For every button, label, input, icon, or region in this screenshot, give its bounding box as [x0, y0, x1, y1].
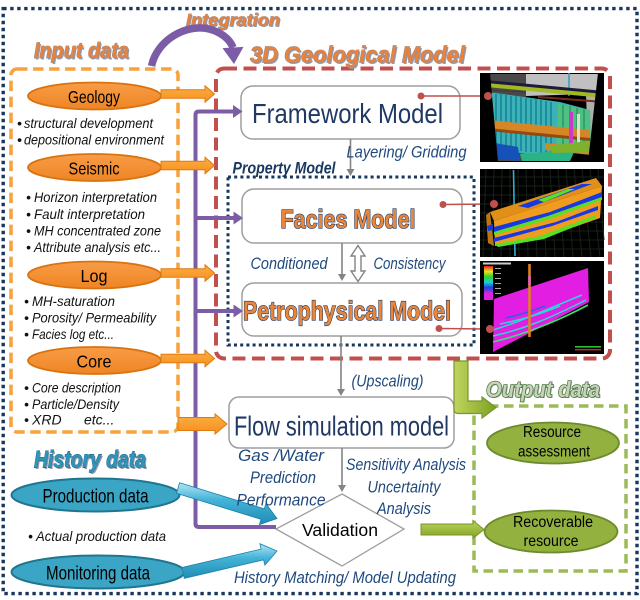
svg-text:Production data: Production data: [43, 487, 149, 508]
svg-text:Output data: Output data: [486, 377, 600, 402]
svg-text:Porosity/ Permeability: Porosity/ Permeability: [32, 310, 157, 326]
svg-text:Analysis: Analysis: [376, 500, 431, 518]
svg-text:Fault interpretation: Fault interpretation: [34, 206, 145, 222]
svg-text:Integration: Integration: [186, 10, 280, 30]
svg-text:Log: Log: [81, 266, 108, 286]
svg-text:•: •: [26, 189, 31, 205]
svg-text:•: •: [26, 223, 31, 239]
svg-text:History data: History data: [35, 448, 147, 475]
svg-text:Petrophysical Model: Petrophysical Model: [243, 296, 451, 326]
svg-text:Monitoring data: Monitoring data: [46, 564, 150, 585]
svg-text:Seismic: Seismic: [69, 159, 120, 179]
svg-text:•: •: [24, 396, 29, 412]
svg-text:3D Geological Model: 3D Geological Model: [250, 42, 466, 68]
svg-text:assessment: assessment: [518, 444, 591, 461]
svg-text:Geology: Geology: [68, 87, 120, 107]
svg-text:Validation: Validation: [302, 520, 378, 540]
svg-text:•: •: [17, 132, 22, 148]
svg-text:Consistency: Consistency: [374, 255, 447, 273]
svg-text:Attribute analysis etc...: Attribute analysis etc...: [33, 239, 161, 255]
svg-text:Gas /Water: Gas /Water: [238, 447, 326, 465]
svg-text:•: •: [26, 239, 31, 255]
svg-text:XRD: XRD: [31, 412, 62, 428]
svg-text:Core: Core: [77, 352, 112, 372]
svg-text:History Matching/ Model Updati: History Matching/ Model Updating: [234, 568, 456, 587]
svg-text:•: •: [24, 412, 29, 428]
svg-text:Actual production data: Actual production data: [35, 528, 166, 544]
svg-text:MH concentrated zone: MH concentrated zone: [34, 223, 161, 239]
svg-text:•: •: [26, 206, 31, 222]
svg-text:(Upscaling): (Upscaling): [352, 373, 424, 391]
svg-text:Resource: Resource: [523, 424, 581, 441]
svg-text:Core description: Core description: [32, 380, 121, 396]
svg-text:Input data: Input data: [35, 39, 130, 64]
svg-text:Horizon interpretation: Horizon interpretation: [34, 189, 157, 205]
svg-text:Facies log etc...: Facies log etc...: [32, 326, 114, 342]
svg-text:Particle/Density: Particle/Density: [32, 396, 120, 412]
svg-text:•: •: [17, 115, 22, 131]
svg-text:depositional environment: depositional environment: [24, 132, 165, 148]
svg-text:resource: resource: [524, 533, 579, 550]
svg-text:•: •: [24, 380, 29, 396]
svg-text:Prediction: Prediction: [250, 469, 316, 487]
svg-text:Recoverable: Recoverable: [513, 514, 593, 531]
svg-text:Performance: Performance: [237, 492, 326, 510]
svg-text:etc...: etc...: [84, 412, 114, 428]
svg-text:•: •: [24, 310, 29, 326]
svg-text:Conditioned: Conditioned: [251, 255, 329, 273]
svg-text:Property Model: Property Model: [233, 160, 336, 178]
svg-text:•: •: [24, 326, 29, 342]
svg-text:Layering/ Gridding: Layering/ Gridding: [347, 144, 468, 162]
svg-text:Input data: Input data: [34, 38, 129, 63]
svg-text:History data: History data: [34, 447, 146, 474]
svg-text:Flow simulation model: Flow simulation model: [234, 411, 449, 442]
svg-text:•: •: [24, 293, 29, 309]
svg-text:•: •: [28, 528, 33, 544]
svg-text:3D Geological Model: 3D Geological Model: [251, 43, 467, 69]
svg-text:structural development: structural development: [24, 115, 154, 131]
svg-text:Output data: Output data: [487, 378, 601, 403]
svg-text:Uncertainty: Uncertainty: [368, 479, 443, 497]
svg-text:Sensitivity Analysis: Sensitivity Analysis: [346, 456, 466, 474]
svg-text:Framework Model: Framework Model: [252, 98, 443, 129]
svg-text:Facies Model: Facies Model: [281, 204, 416, 234]
svg-text:MH-saturation: MH-saturation: [32, 293, 115, 309]
